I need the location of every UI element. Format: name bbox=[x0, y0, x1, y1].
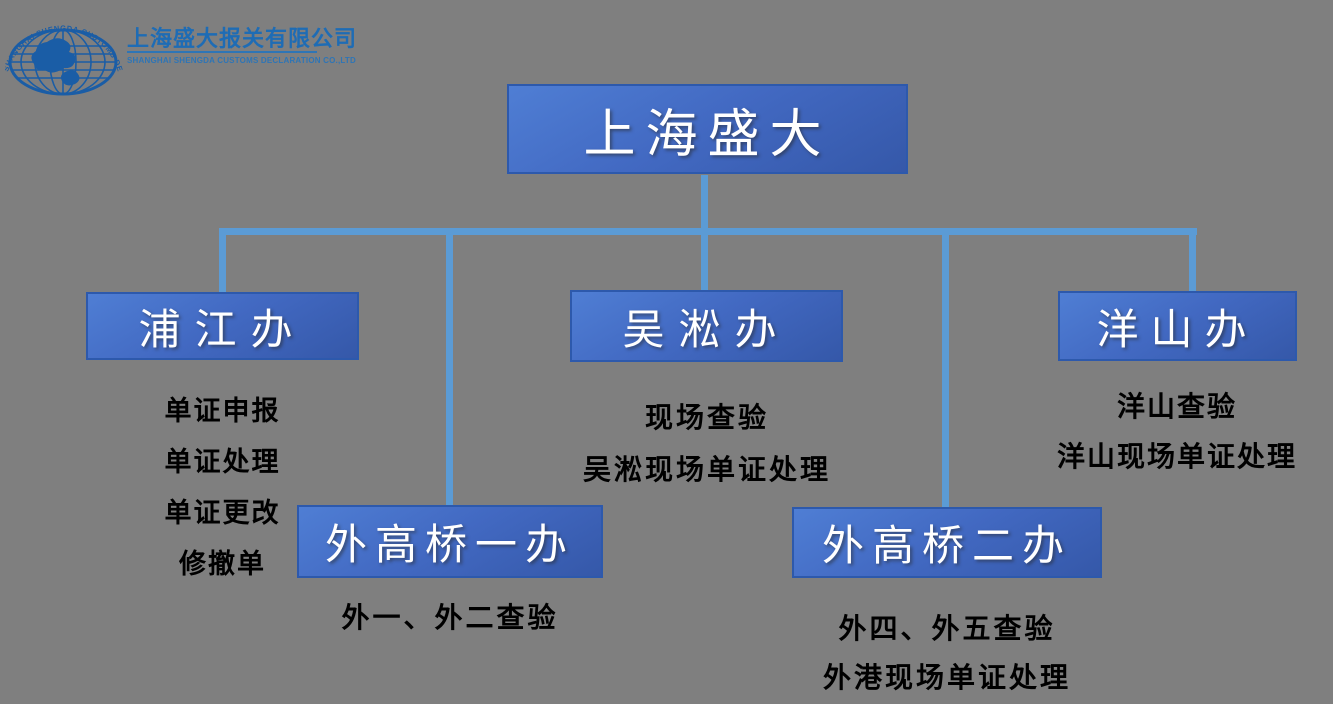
connector-drop-waigaoqiao-2 bbox=[942, 233, 949, 508]
connector-drop-wusong bbox=[701, 233, 708, 291]
globe-logo-icon: SHANGHAI SHENGDA CUSTOMS DECLARATION CO.… bbox=[5, 4, 123, 96]
brand-divider bbox=[127, 51, 317, 53]
org-box-yangshan-label: 洋山办 bbox=[1096, 305, 1259, 353]
list-item: 单证处理 bbox=[164, 447, 281, 477]
list-item: 单证申报 bbox=[164, 396, 281, 426]
org-box-root: 上海盛大 bbox=[507, 84, 908, 174]
list-item: 外港现场单证处理 bbox=[822, 663, 1071, 694]
connector-drop-waigaoqiao-1 bbox=[446, 233, 453, 506]
org-list-yangshan: 洋山查验 洋山现场单证处理 bbox=[1027, 383, 1327, 483]
org-box-waigaoqiao-2: 外高桥二办 bbox=[792, 507, 1102, 578]
list-item: 修撤单 bbox=[179, 549, 266, 579]
org-box-root-label: 上海盛大 bbox=[583, 105, 832, 164]
org-list-waigaoqiao-2: 外四、外五查验 外港现场单证处理 bbox=[772, 605, 1122, 703]
list-item: 外四、外五查验 bbox=[838, 614, 1056, 645]
list-item: 外一、外二查验 bbox=[341, 603, 559, 634]
connector-root-stem bbox=[701, 175, 708, 230]
connector-horizontal-bar bbox=[219, 228, 1197, 235]
connector-drop-pujiang bbox=[219, 233, 226, 293]
org-box-waigaoqiao-2-label: 外高桥二办 bbox=[821, 522, 1072, 569]
org-box-waigaoqiao-1: 外高桥一办 bbox=[297, 505, 603, 578]
list-item: 单证更改 bbox=[164, 498, 281, 528]
company-name-en: SHANGHAI SHENGDA CUSTOMS DECLARATION CO.… bbox=[127, 56, 356, 65]
company-name-cn: 上海盛大报关有限公司 bbox=[127, 26, 358, 51]
org-box-wusong-label: 吴淞办 bbox=[622, 305, 791, 353]
org-box-yangshan: 洋山办 bbox=[1058, 291, 1297, 361]
org-list-pujiang: 单证申报 单证处理 单证更改 修撤单 bbox=[86, 386, 359, 590]
list-item: 洋山查验 bbox=[1116, 392, 1237, 423]
org-box-pujiang: 浦江办 bbox=[86, 292, 359, 360]
org-box-wusong: 吴淞办 bbox=[570, 290, 843, 362]
list-item: 洋山现场单证处理 bbox=[1056, 442, 1297, 473]
connector-drop-yangshan bbox=[1189, 233, 1196, 291]
list-item: 现场查验 bbox=[644, 403, 769, 434]
list-item: 吴淞现场单证处理 bbox=[582, 455, 831, 486]
org-box-pujiang-label: 浦江办 bbox=[138, 305, 307, 353]
org-list-waigaoqiao-1: 外一、外二查验 bbox=[297, 594, 603, 644]
org-box-waigaoqiao-1-label: 外高桥一办 bbox=[324, 521, 575, 568]
org-list-wusong: 现场查验 吴淞现场单证处理 bbox=[520, 393, 894, 497]
